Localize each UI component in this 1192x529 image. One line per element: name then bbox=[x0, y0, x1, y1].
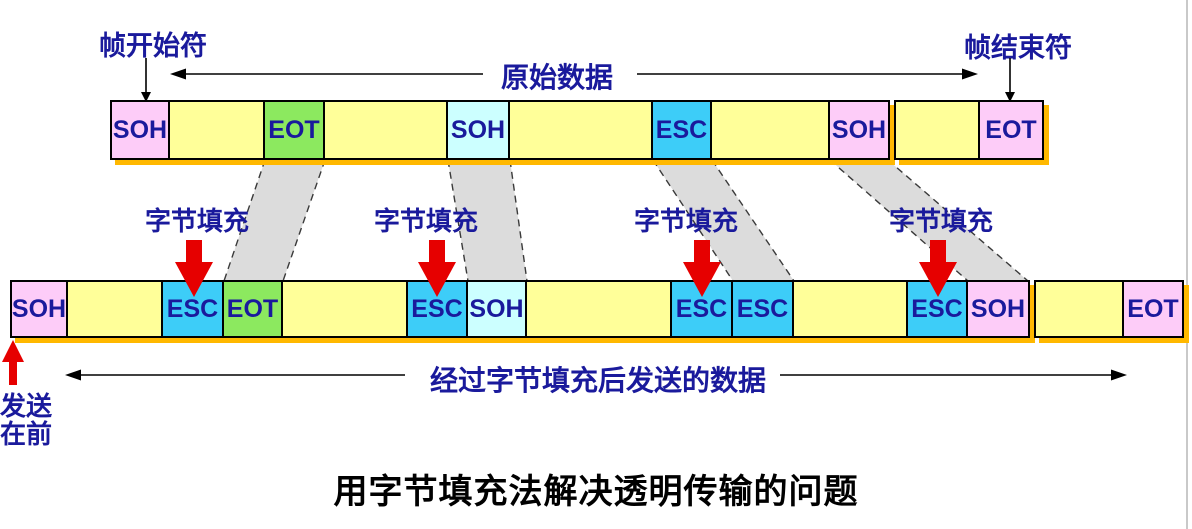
top-row-cell-SOH: SOH bbox=[110, 100, 170, 160]
send-first-up-arrow bbox=[2, 340, 24, 385]
bottom-row-cell-SOH: SOH bbox=[968, 280, 1030, 338]
connector-band-dashed-edge bbox=[282, 159, 326, 282]
bottom-row-cell-ESC: ESC bbox=[408, 280, 468, 338]
top-row-cell-data bbox=[894, 100, 980, 160]
frame-end-label: 帧结束符 bbox=[964, 33, 1072, 63]
bottom-row-cell-ESC: ESC bbox=[163, 280, 224, 338]
bottom-row-cell-data bbox=[68, 280, 163, 338]
frame-start-label: 帧开始符 bbox=[99, 31, 207, 61]
bottom-row-cell-ESC: ESC bbox=[733, 280, 794, 338]
top-row-cell-data bbox=[712, 100, 830, 160]
byte-stuffing-label: 字节填充 bbox=[373, 206, 478, 236]
bottom-row-cell-data bbox=[283, 280, 408, 338]
connector-band-dashed-edge bbox=[509, 159, 528, 282]
byte-stuffing-label: 字节填充 bbox=[888, 206, 993, 236]
bottom-row-cell-SOH: SOH bbox=[10, 280, 68, 338]
bottom-row-cell-data bbox=[794, 280, 908, 338]
bottom-row-cell-EOT: EOT bbox=[1124, 280, 1184, 338]
original-data-arrow-left-head bbox=[170, 68, 186, 80]
top-row-cell-data bbox=[325, 100, 448, 160]
byte-stuffing-label: 字节填充 bbox=[633, 206, 738, 236]
diagram-title: 用字节填充法解决透明传输的问题 bbox=[333, 473, 859, 511]
bottom-row-cell-EOT: EOT bbox=[224, 280, 283, 338]
top-row-cell-ESC: ESC bbox=[653, 100, 712, 160]
slide-edge-line bbox=[1186, 0, 1188, 529]
original-data-label: 原始数据 bbox=[500, 62, 613, 93]
stuffed-data-arrow-left-head bbox=[65, 369, 81, 381]
bottom-row-cell-ESC: ESC bbox=[908, 280, 968, 338]
send-first-line2: 在前 bbox=[0, 419, 53, 449]
send-first-line1: 发送 bbox=[0, 391, 53, 421]
top-row-cell-EOT: EOT bbox=[265, 100, 325, 160]
bottom-row-cell-data bbox=[527, 280, 672, 338]
stuffed-data-arrow-right-head bbox=[1111, 369, 1127, 381]
top-row-cell-data bbox=[510, 100, 653, 160]
top-row-cell-SOH: SOH bbox=[448, 100, 510, 160]
original-data-arrow-right-head bbox=[962, 68, 978, 80]
top-row-cell-data bbox=[170, 100, 265, 160]
send-first-label: 发送 在前 bbox=[0, 392, 58, 448]
bottom-row-cell-data bbox=[1034, 280, 1124, 338]
bottom-row-cell-ESC: ESC bbox=[672, 280, 733, 338]
top-row-cell-EOT: EOT bbox=[980, 100, 1044, 160]
bottom-row-cell-SOH: SOH bbox=[468, 280, 527, 338]
top-row-cell-SOH: SOH bbox=[830, 100, 890, 160]
byte-stuffing-label: 字节填充 bbox=[144, 206, 249, 236]
stuffed-data-label: 经过字节填充后发送的数据 bbox=[429, 365, 766, 396]
